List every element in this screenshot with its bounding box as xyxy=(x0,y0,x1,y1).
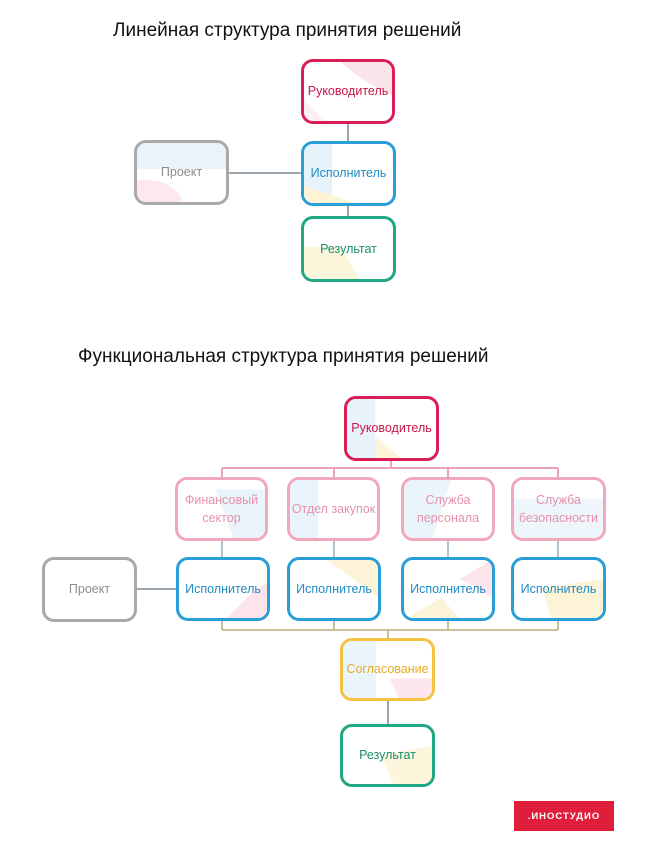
executor-box: Исполнитель xyxy=(401,557,495,621)
diagram-functional-title: Функциональная структура принятия решени… xyxy=(78,346,489,367)
approval-box: Согласование xyxy=(340,638,435,701)
executor-box: Исполнитель xyxy=(511,557,606,621)
functional-manager-label: Руководитель xyxy=(351,421,432,436)
functional-project-label: Проект xyxy=(68,582,111,597)
department-box: Финансовый сектор xyxy=(175,477,268,541)
department-box: Отдел закупок xyxy=(287,477,380,541)
functional-project-box: Проект xyxy=(42,557,137,622)
department-box: Служба персонала xyxy=(401,477,495,541)
linear-executor-label: Исполнитель xyxy=(310,166,387,181)
linear-result-label: Результат xyxy=(320,241,377,256)
executor-box: Исполнитель xyxy=(287,557,381,621)
linear-manager-box: Руководитель xyxy=(301,59,395,124)
executor-label: Исполнитель xyxy=(520,581,597,596)
company-logo: .ИНОСТУДИО xyxy=(514,801,614,831)
executor-label: Исполнитель xyxy=(185,581,261,596)
linear-project-label: Проект xyxy=(160,165,203,180)
department-label: Отдел закупок xyxy=(291,501,376,516)
functional-result-label: Результат xyxy=(359,748,416,763)
executor-label: Исполнитель xyxy=(410,581,486,596)
linear-result-box: Результат xyxy=(301,216,396,282)
linear-project-box: Проект xyxy=(134,140,229,205)
executor-label: Исполнитель xyxy=(296,581,372,596)
functional-manager-box: Руководитель xyxy=(344,396,439,461)
diagram-linear-title: Линейная структура принятия решений xyxy=(113,20,462,41)
linear-manager-label: Руководитель xyxy=(307,84,389,99)
department-label: Финансовый сектор xyxy=(184,492,259,525)
approval-label: Согласование xyxy=(346,662,429,677)
functional-result-box: Результат xyxy=(340,724,435,787)
department-label: Служба персонала xyxy=(416,492,480,525)
linear-executor-box: Исполнитель xyxy=(301,141,396,206)
executor-box: Исполнитель xyxy=(176,557,270,621)
department-box: Служба безопасности xyxy=(511,477,606,541)
department-label: Служба безопасности xyxy=(518,492,599,525)
